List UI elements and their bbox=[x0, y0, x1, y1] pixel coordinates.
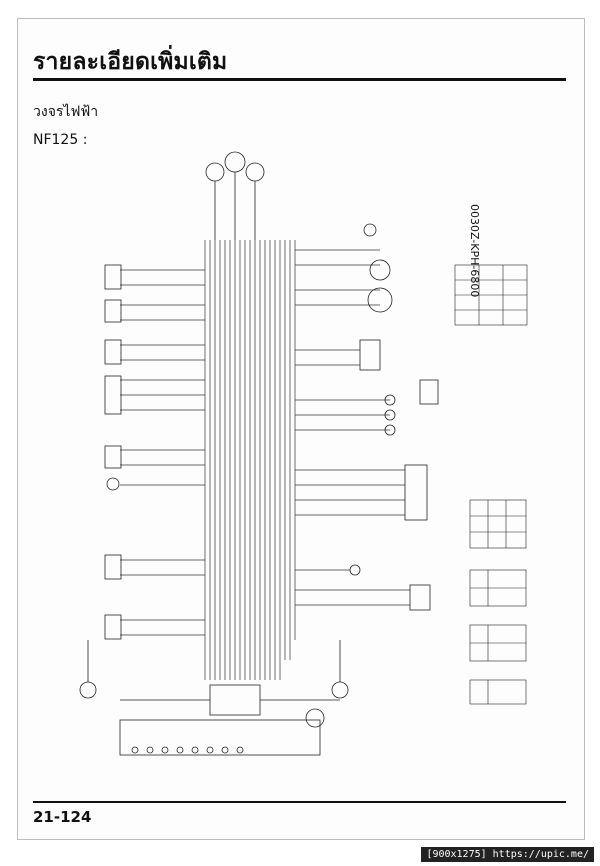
bottom-rule bbox=[33, 801, 566, 803]
page-title: รายละเอียดเพิ่มเติม bbox=[33, 49, 228, 75]
model-label: NF125 : bbox=[33, 132, 88, 148]
page-number: 21-124 bbox=[33, 808, 92, 826]
lamp-icon bbox=[245, 162, 265, 182]
page-frame bbox=[17, 18, 585, 840]
watermark: [900x1275] https://upic.me/ bbox=[421, 847, 594, 862]
wiring-diagram bbox=[79, 151, 528, 756]
lamp-icon bbox=[224, 151, 246, 173]
lamp-icon bbox=[205, 162, 225, 182]
section-title: วงจรไฟฟ้า bbox=[33, 104, 99, 120]
title-rule bbox=[33, 78, 566, 81]
